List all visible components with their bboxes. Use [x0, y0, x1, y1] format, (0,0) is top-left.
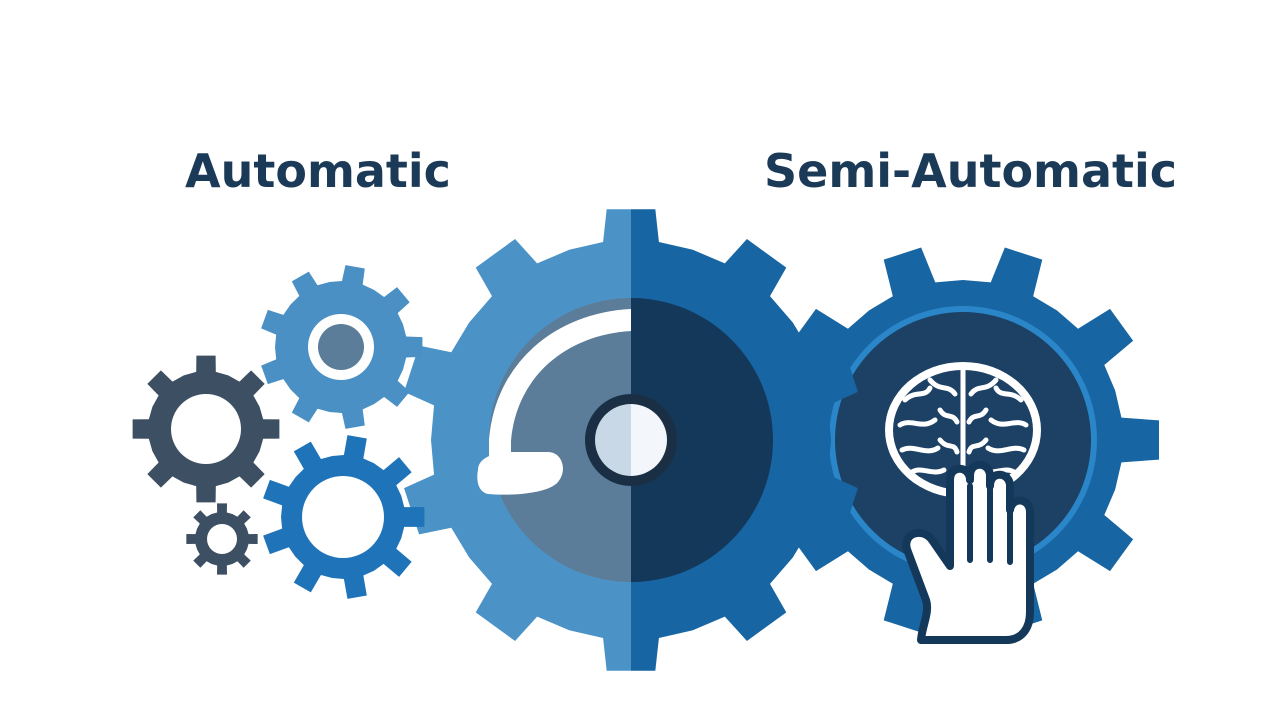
slate-gear-icon	[132, 355, 280, 503]
brain-icon	[885, 362, 1041, 500]
automatic-title: Automatic	[185, 144, 451, 198]
central-gear-right-disc	[631, 298, 773, 582]
headset-icon	[477, 309, 631, 495]
medium-blue-gear-icon	[263, 435, 425, 599]
hand-icon	[902, 460, 1034, 644]
top-light-blue-gear-icon	[261, 265, 423, 429]
tiny-slate-gear-icon	[186, 503, 258, 575]
central-gear-icon	[404, 209, 858, 671]
semi-automatic-title: Semi-Automatic	[764, 144, 1178, 198]
